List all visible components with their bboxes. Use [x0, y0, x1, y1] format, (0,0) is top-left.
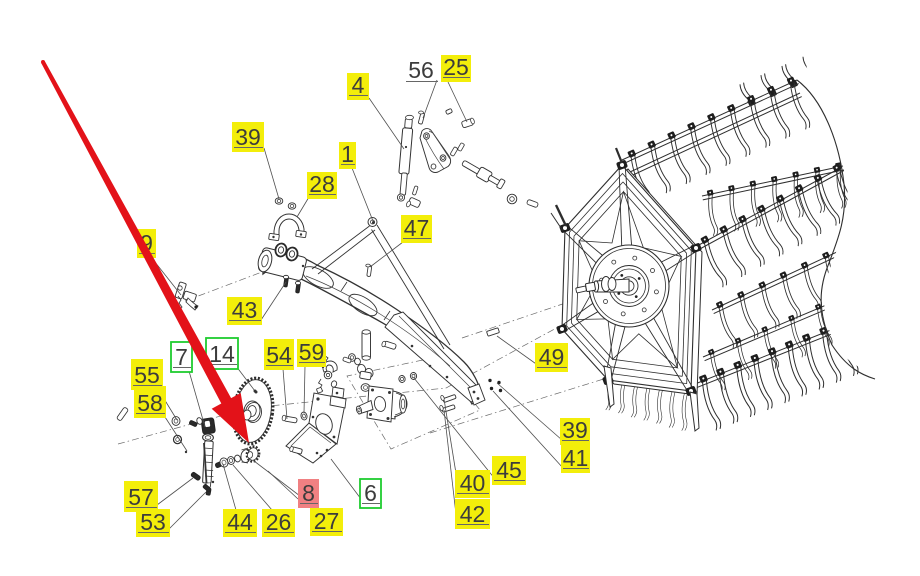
svg-text:45: 45: [496, 457, 522, 483]
svg-text:47: 47: [404, 215, 430, 241]
svg-text:56: 56: [408, 57, 434, 83]
svg-text:6: 6: [364, 480, 377, 506]
svg-text:25: 25: [443, 54, 469, 80]
svg-text:59: 59: [299, 339, 325, 365]
svg-text:28: 28: [309, 171, 335, 197]
svg-text:26: 26: [266, 509, 292, 535]
svg-text:1: 1: [341, 141, 354, 167]
svg-text:54: 54: [266, 342, 292, 368]
svg-text:44: 44: [227, 509, 253, 535]
svg-text:27: 27: [314, 508, 340, 534]
svg-text:49: 49: [539, 344, 565, 370]
svg-text:4: 4: [352, 72, 365, 98]
svg-text:58: 58: [137, 390, 163, 416]
svg-text:53: 53: [140, 509, 166, 535]
svg-text:39: 39: [562, 417, 588, 443]
svg-text:57: 57: [128, 484, 154, 510]
svg-text:43: 43: [232, 297, 258, 323]
svg-text:42: 42: [460, 501, 486, 527]
svg-text:41: 41: [563, 445, 589, 471]
svg-text:8: 8: [302, 480, 315, 506]
svg-text:55: 55: [134, 362, 160, 388]
svg-text:40: 40: [460, 470, 486, 496]
svg-text:7: 7: [175, 344, 188, 370]
svg-text:39: 39: [235, 124, 261, 150]
svg-text:14: 14: [209, 341, 235, 367]
